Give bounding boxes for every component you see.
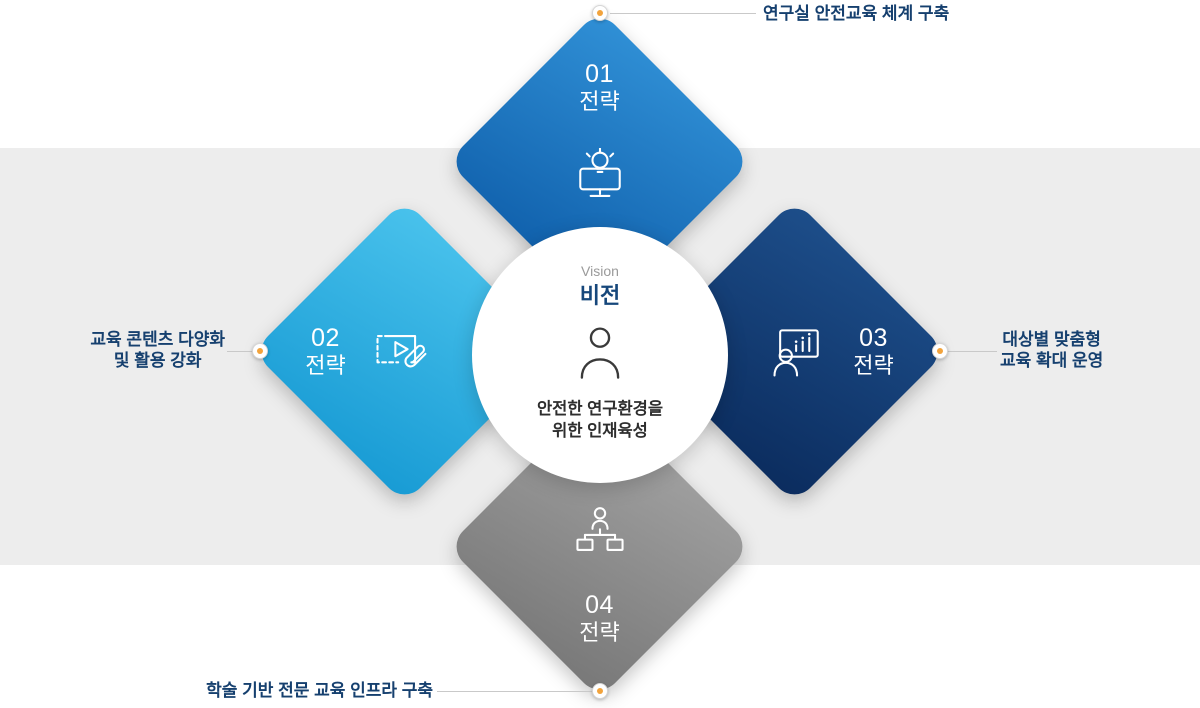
callout-strategy-01: 연구실 안전교육 체계 구축 [763, 4, 950, 23]
connector-line-bottom [437, 691, 593, 692]
connector-line-top [610, 13, 756, 14]
strategy-02-label: 전략 [305, 353, 346, 379]
strategy-diamond-04: 04 전략 [447, 394, 752, 699]
diamond-shape-04: 04 전략 [447, 394, 752, 699]
diamond-shape-03: 03 전략 [642, 199, 947, 504]
presenter-bar-chart-icon [767, 321, 829, 383]
person-outline-icon [574, 325, 626, 388]
strategy-04-number: 04 [585, 591, 614, 619]
strategy-diamond-02: 02 전략 [252, 199, 557, 504]
monitor-lightbulb-icon [569, 148, 631, 210]
callout-strategy-02-line2: 및 활용 강화 [113, 351, 202, 371]
diamond-shape-01: 01 전략 [447, 9, 752, 314]
callout-strategy-02: 교육 콘텐츠 다양화 및 활용 강화 [90, 329, 225, 372]
vision-title-ko: 비전 [579, 282, 621, 308]
strategy-02-number: 02 [311, 324, 340, 353]
strategy-04-label: 전략 [579, 619, 620, 645]
connector-dot-bottom [592, 683, 608, 699]
connector-line-left [227, 351, 254, 352]
vision-description-line1: 안전한 연구환경을 [536, 400, 664, 419]
vision-circle: Vision 비전 안전한 연구환경을 위한 인재육성 [472, 227, 728, 483]
callout-strategy-02-line1: 교육 콘텐츠 다양화 [90, 330, 225, 349]
callout-strategy-03-line1: 대상별 맞춤형 [1002, 330, 1101, 349]
org-chart-person-icon [569, 503, 631, 565]
connector-dot-top [592, 5, 608, 21]
callout-strategy-04: 학술 기반 전문 교육 인프라 구축 [206, 681, 433, 700]
connector-dot-left [252, 343, 268, 359]
connector-line-right [947, 351, 997, 352]
vision-description: 안전한 연구환경을 위한 인재육성 [537, 398, 663, 443]
vision-description-line2: 위한 인재육성 [552, 422, 648, 441]
callout-strategy-03-line2: 교육 확대 운영 [1000, 351, 1104, 371]
callout-strategy-03: 대상별 맞춤형 교육 확대 운영 [1000, 329, 1103, 372]
connector-dot-right [932, 343, 948, 359]
strategy-01-number: 01 [585, 60, 614, 88]
strategy-diamond-01: 01 전략 [447, 9, 752, 314]
strategy-03-label: 전략 [853, 353, 894, 379]
diamond-shape-02: 02 전략 [252, 199, 557, 504]
strategy-diamond-03: 03 전략 [642, 199, 947, 504]
strategy-01-label: 전략 [579, 88, 620, 114]
strategy-03-number: 03 [859, 324, 888, 353]
video-content-paperclip-icon [370, 321, 432, 383]
vision-title-en: Vision [581, 263, 619, 279]
